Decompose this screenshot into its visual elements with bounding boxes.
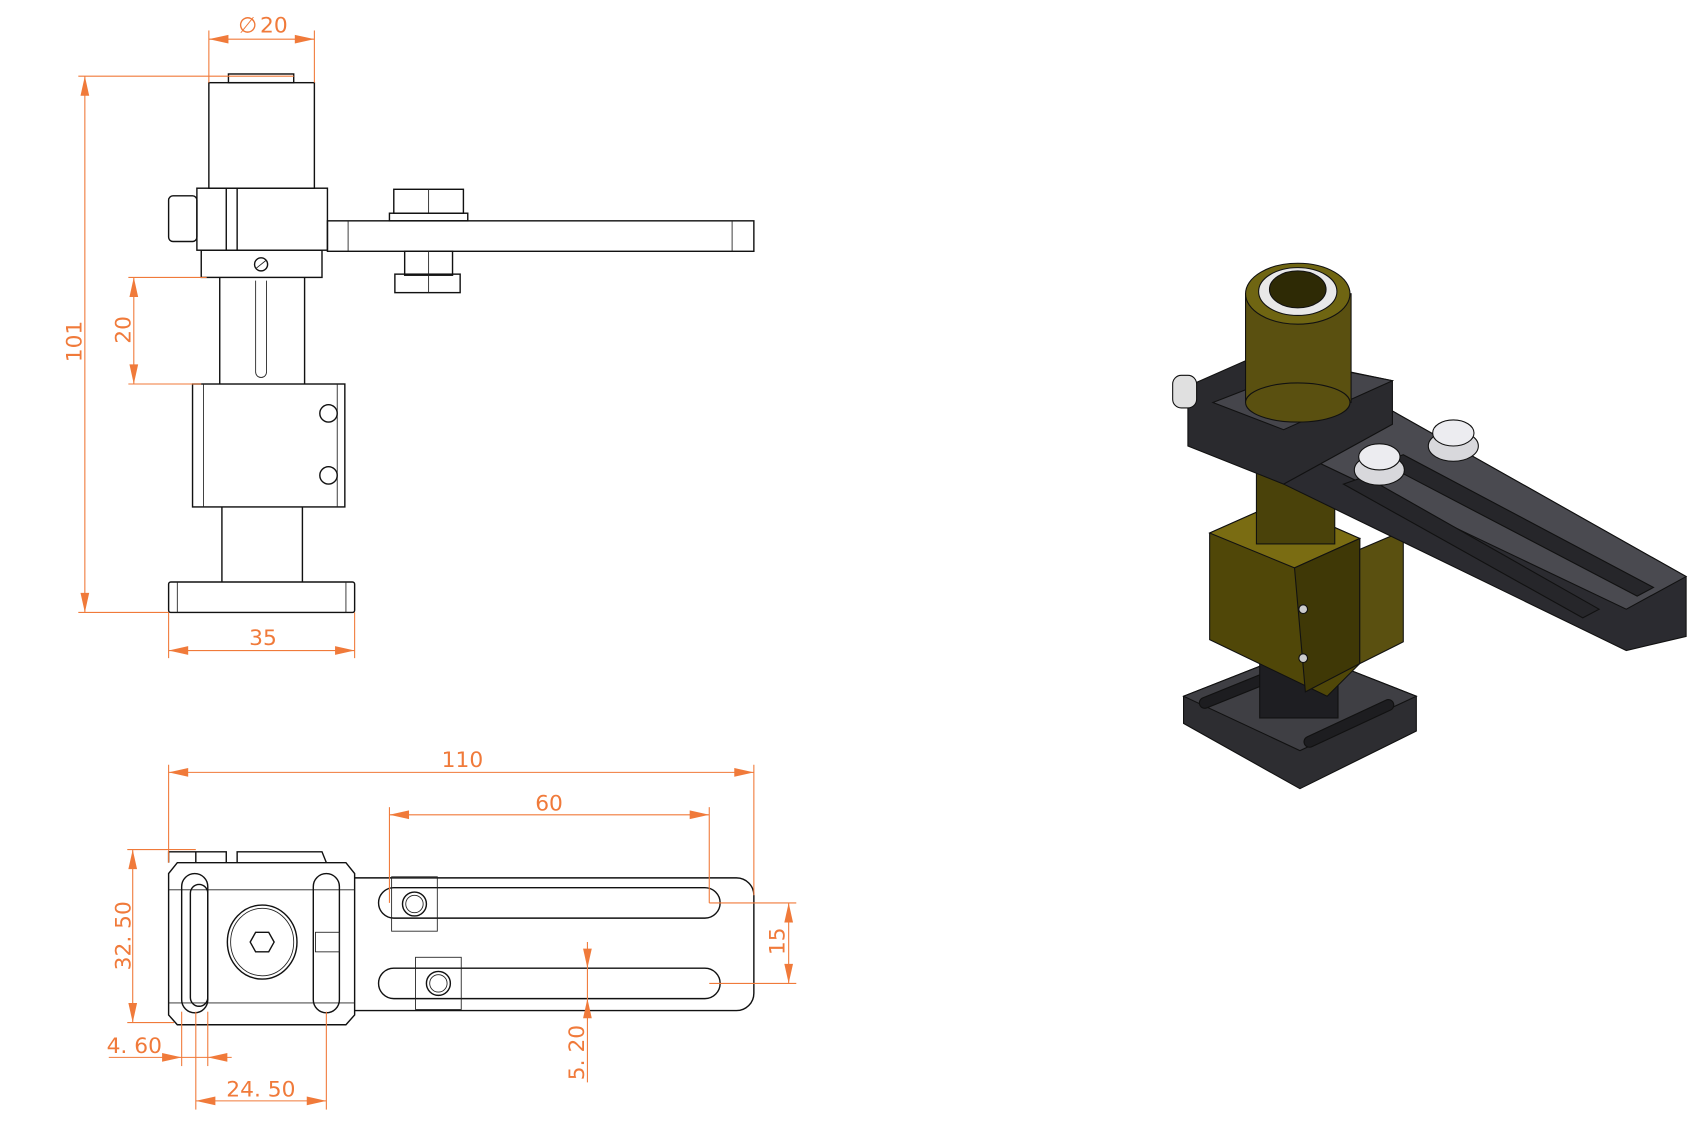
clamp-block-top xyxy=(167,861,356,1026)
dim-diameter: 20 xyxy=(260,14,288,39)
front-dimensions: ∅ 20 101 20 35 xyxy=(63,14,356,659)
clamp-block xyxy=(196,187,329,251)
top-view xyxy=(167,851,755,1026)
dim-slot-pitch: 24. 50 xyxy=(226,1078,295,1103)
center-bolt xyxy=(226,904,298,980)
dim-slot-length: 60 xyxy=(535,791,563,816)
slot-bolt-lower xyxy=(415,956,462,1010)
dim-base-width: 35 xyxy=(249,626,277,651)
slot-bolt-upper xyxy=(391,876,438,932)
side-knob xyxy=(167,195,198,243)
hex-socket-icon xyxy=(249,931,275,953)
upper-cylinder xyxy=(208,81,316,189)
dim-overall-height: 101 xyxy=(63,321,88,363)
dim-overall-length: 110 xyxy=(442,748,484,773)
slotted-arm-top xyxy=(354,877,755,1012)
base-plate xyxy=(167,581,356,614)
guide-slot xyxy=(255,280,267,378)
block-slot-left xyxy=(180,872,209,1014)
cylinder-cap xyxy=(227,73,295,84)
dim-block-width: 32. 50 xyxy=(112,901,137,970)
dim-stroke-height: 20 xyxy=(112,316,137,344)
block-slot-right xyxy=(312,872,341,1014)
lower-block xyxy=(191,383,346,508)
arm-slot-lower xyxy=(377,967,721,1000)
dim-slot-width: 5. 20 xyxy=(565,1025,590,1080)
set-screw-icon xyxy=(253,257,269,272)
dim-slot-offset: 4. 60 xyxy=(107,1034,162,1059)
collar xyxy=(200,249,323,279)
arm-slot-upper xyxy=(377,886,721,919)
isometric-render xyxy=(1172,262,1688,790)
dim-diameter-symbol: ∅ xyxy=(238,14,257,39)
front-view xyxy=(167,73,755,614)
top-dimensions: 110 60 32. 50 15 5. 20 4. 60 xyxy=(107,748,797,1110)
slotted-arm xyxy=(326,220,755,253)
dim-slot-spacing: 15 xyxy=(765,927,790,955)
